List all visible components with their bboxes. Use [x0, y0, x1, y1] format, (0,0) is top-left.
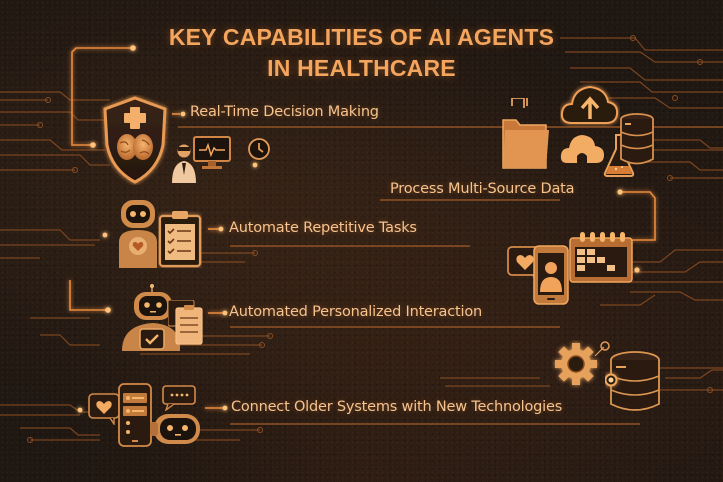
shield-brain-icon: [103, 96, 167, 184]
robot-check-icon: [122, 284, 180, 351]
doctor-monitor-icon: [172, 136, 231, 183]
page-title-line-1: KEY CAPABILITIES OF AI AGENTS: [168, 24, 555, 50]
robot-head-icon: [150, 414, 200, 444]
phone-list-icon: [118, 383, 152, 447]
chat-dots-icon: [162, 385, 196, 411]
cloud-icon: [560, 135, 604, 163]
checklist-clipboard-icon: [158, 211, 202, 268]
phone-user-icon: [533, 245, 569, 305]
capability-connect-older-systems: Connect Older Systems with New Technolog…: [231, 399, 563, 415]
capability-automate-repetitive-tasks: Automate Repetitive Tasks: [229, 220, 417, 236]
database-icon: [620, 113, 654, 165]
calendar-icon: [569, 232, 633, 283]
cloud-upload-icon: [560, 85, 619, 124]
database-icon: [605, 351, 660, 411]
robot-heart-icon: [119, 200, 157, 268]
heart-chat-icon: [88, 393, 120, 425]
clipboard-icon: [168, 300, 203, 345]
clock-icon: [248, 138, 270, 160]
capability-automated-personalized-interaction: Automated Personalized Interaction: [229, 304, 482, 320]
capability-real-time-decision-making: Real-Time Decision Making: [190, 104, 379, 120]
folder-icon: [502, 98, 549, 169]
page-title-line-2: IN HEALTHCARE: [267, 55, 456, 81]
gear-icon: [555, 341, 610, 385]
capability-process-multi-source-data: Process Multi-Source Data: [390, 181, 575, 197]
